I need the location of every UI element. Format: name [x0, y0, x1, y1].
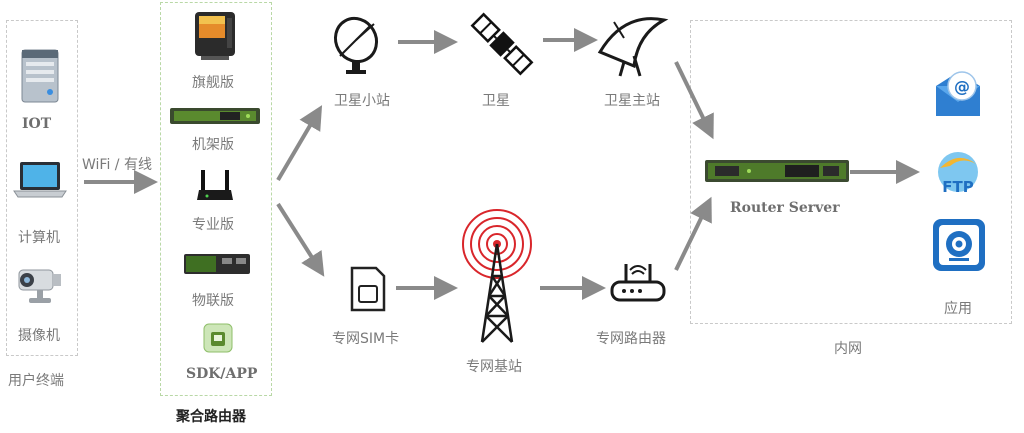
satellite-dish-small-icon — [333, 16, 379, 74]
private-router-label: 专网路由器 — [596, 331, 666, 347]
router-label-rack: 机架版 — [192, 137, 234, 153]
arrow-router-to-satellite-station — [276, 105, 323, 182]
router-label-sdk-app: SDK/APP — [186, 366, 258, 382]
private-router-icon — [610, 264, 666, 302]
base-station-label: 专网基站 — [466, 359, 522, 375]
sim-card-label: 专网SIM卡 — [332, 331, 400, 347]
user-terminal-group-label: 用户终端 — [8, 373, 64, 389]
satellite-icon — [470, 12, 534, 76]
arrow-main-station-to-server — [674, 61, 714, 140]
router-label-flagship: 旗舰版 — [192, 75, 234, 91]
sim-card-icon — [350, 266, 386, 312]
router-label-iot: 物联版 — [192, 293, 234, 309]
satellite-main-station-label: 卫星主站 — [604, 93, 660, 109]
satellite-station-label: 卫星小站 — [334, 93, 390, 109]
terminal-label-iot: IOT — [22, 116, 52, 132]
intranet-group-label: 内网 — [834, 341, 862, 357]
rack-router-icon — [170, 108, 260, 124]
svg-text:@: @ — [954, 77, 970, 96]
base-station-tower-icon — [462, 209, 532, 343]
arrow-router-to-sim — [276, 202, 325, 277]
satellite-main-station-icon — [597, 17, 669, 77]
apps-label: 应用 — [944, 301, 972, 317]
svg-text:FTP: FTP — [942, 178, 973, 196]
email-icon: @ — [936, 71, 980, 116]
router-label-pro: 专业版 — [192, 217, 234, 233]
sdk-app-icon — [203, 323, 233, 353]
intranet-group — [690, 20, 1012, 324]
ftp-icon: FTP — [938, 152, 978, 196]
camera-app-icon — [933, 219, 985, 271]
satellite-label: 卫星 — [482, 93, 510, 109]
user-terminal-group — [6, 20, 78, 356]
aggregation-router-group-label: 聚合路由器 — [176, 409, 246, 425]
terminal-label-computer: 计算机 — [18, 230, 60, 246]
router-server-icon — [705, 160, 849, 182]
laptop-icon — [13, 162, 67, 198]
flagship-device-icon — [195, 12, 235, 60]
iot-gateway-icon — [184, 254, 250, 274]
camera-icon — [18, 269, 61, 303]
arrow-private-router-to-server — [674, 196, 712, 271]
terminal-label-camera: 摄像机 — [18, 328, 60, 344]
aggregation-router-group — [160, 2, 272, 396]
wifi-router-icon — [197, 170, 233, 200]
server-icon — [21, 49, 59, 103]
wifi-wired-label: WiFi / 有线 — [82, 157, 152, 173]
router-server-label: Router Server — [730, 200, 840, 216]
